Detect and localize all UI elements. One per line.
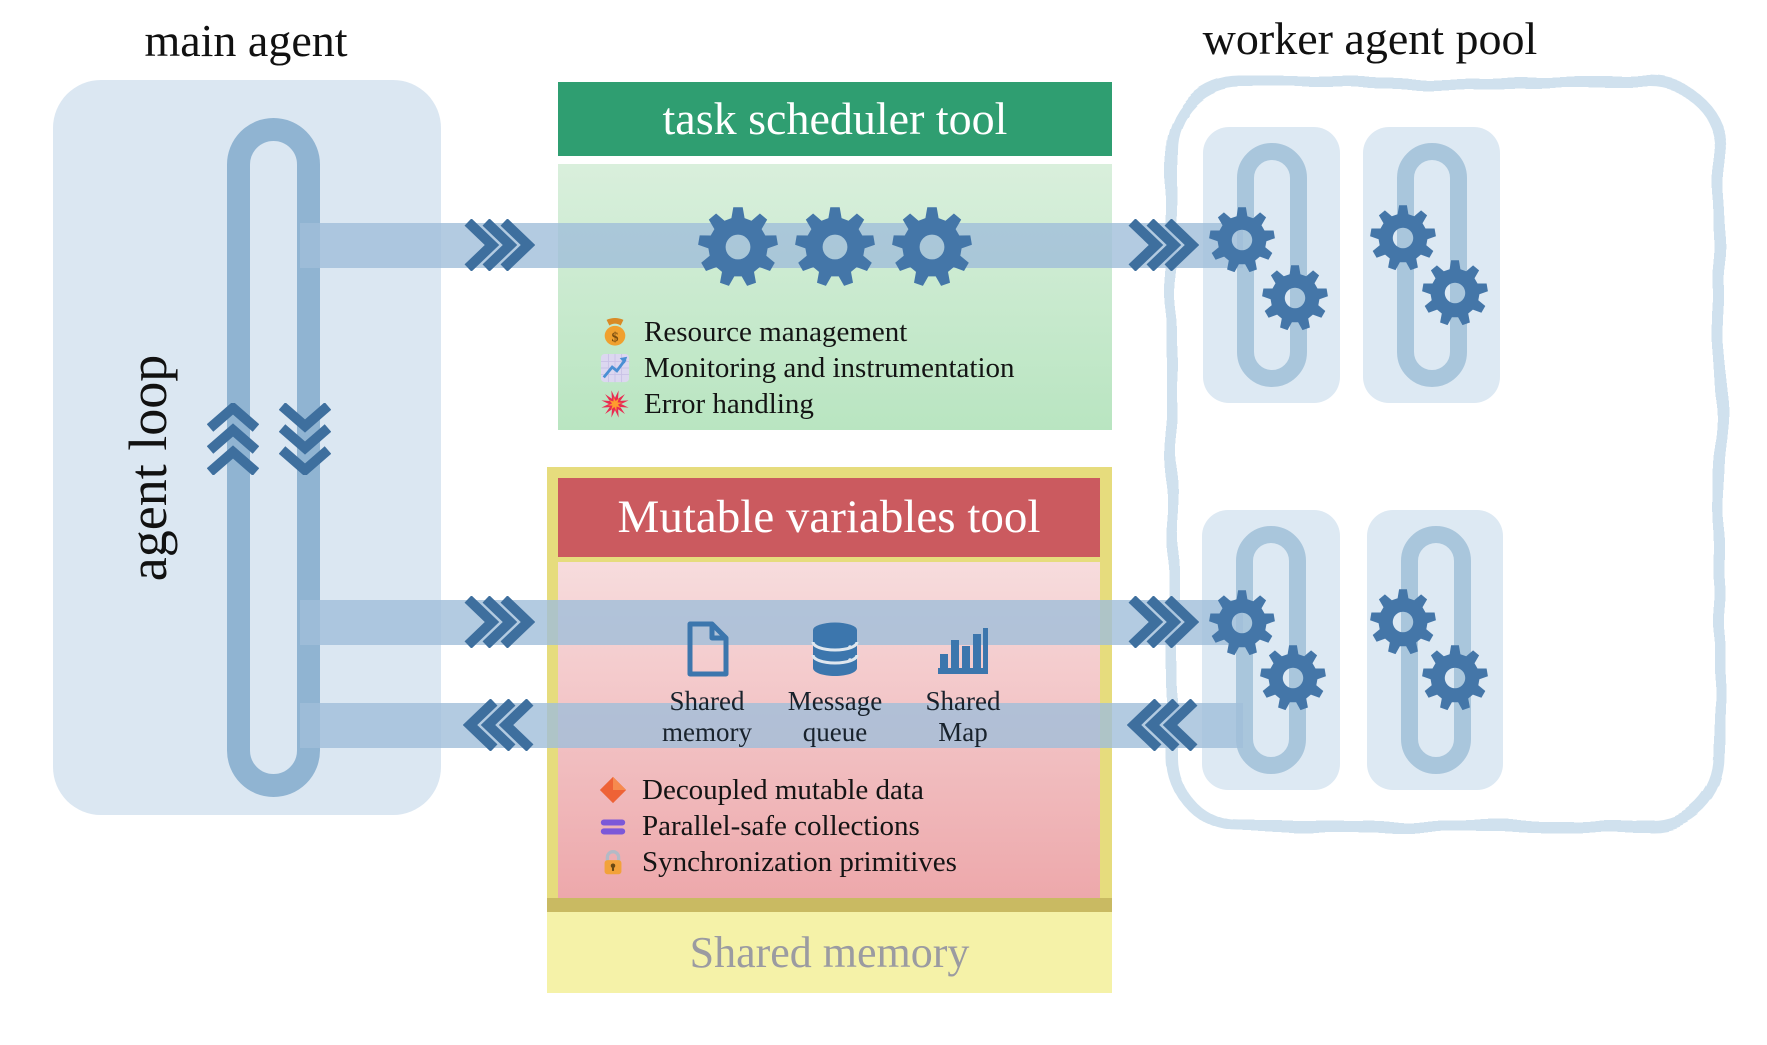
- collection-item: Shared memory: [643, 614, 771, 748]
- money-bag-icon: $: [598, 317, 632, 347]
- worker-pool-title: worker agent pool: [1202, 13, 1538, 64]
- scheduler-feature-list: $ Resource management Monitoring and ins…: [598, 314, 1015, 422]
- gear-icon: [1370, 205, 1436, 271]
- gear-icon: [1422, 645, 1488, 711]
- bar-chart-icon: [899, 614, 1027, 678]
- shared-memory-divider: [547, 898, 1112, 912]
- lock-icon: [596, 847, 630, 877]
- gear-icon: [795, 207, 875, 287]
- feature-label: Error handling: [644, 387, 814, 420]
- gear-icon: [1260, 645, 1326, 711]
- gear-icon: [1209, 590, 1275, 656]
- collection-label: Shared memory: [662, 686, 752, 747]
- mutable-feature-list: Decoupled mutable data Parallel-safe col…: [596, 772, 957, 880]
- feature-label: Synchronization primitives: [642, 845, 957, 878]
- double-bars-icon: [596, 811, 630, 841]
- collision-icon: [598, 389, 632, 419]
- chevron-right-icon: [463, 218, 536, 272]
- chevron-up-icon: [206, 401, 260, 476]
- worker-pool-border: [1166, 76, 1726, 832]
- gear-icon: [1262, 265, 1328, 331]
- feature-label: Monitoring and instrumentation: [644, 351, 1015, 384]
- document-icon: [643, 614, 771, 678]
- database-icon: [771, 614, 899, 678]
- gear-icon: [1370, 589, 1436, 655]
- worker-agent-box: [1363, 127, 1500, 403]
- arrow-band-to-mutable: [300, 600, 1243, 645]
- gear-icon: [892, 207, 972, 287]
- worker-agent-box: [1202, 510, 1340, 790]
- collection-item: Message queue: [771, 614, 899, 748]
- feature-label: Parallel-safe collections: [642, 809, 920, 842]
- orange-diamond-icon: [596, 775, 630, 805]
- mutable-header: Mutable variables tool: [558, 478, 1100, 557]
- shared-memory-label: Shared memory: [547, 912, 1112, 993]
- chevron-right-icon: [463, 595, 536, 649]
- svg-text:$: $: [611, 329, 618, 345]
- gear-icon: [1422, 260, 1488, 326]
- agent-loop-label: agent loop: [118, 354, 178, 582]
- chevron-right-icon: [1127, 218, 1200, 272]
- chevron-down-icon: [278, 402, 332, 477]
- collection-item: Shared Map: [899, 614, 1027, 748]
- collection-label: Shared Map: [925, 686, 1001, 747]
- gear-icon: [1209, 207, 1275, 273]
- arrow-band-return: [300, 703, 1243, 748]
- gear-icon: [698, 207, 778, 287]
- chevron-left-icon: [1126, 698, 1199, 752]
- worker-loop-ring: [1401, 526, 1471, 774]
- chevron-left-icon: [462, 698, 535, 752]
- scheduler-header: task scheduler tool: [558, 82, 1112, 156]
- mutable-collection-list: Shared memory Message queue Shared Map: [643, 614, 1027, 748]
- collection-label: Message queue: [787, 686, 883, 747]
- feature-row: Synchronization primitives: [596, 844, 957, 880]
- feature-label: Resource management: [644, 315, 908, 348]
- feature-row: Decoupled mutable data: [596, 772, 957, 808]
- feature-row: $ Resource management: [598, 314, 1015, 350]
- feature-row: Parallel-safe collections: [596, 808, 957, 844]
- feature-label: Decoupled mutable data: [642, 773, 924, 806]
- feature-row: Error handling: [598, 386, 1015, 422]
- chart-increasing-icon: [598, 353, 632, 383]
- chevron-right-icon: [1127, 595, 1200, 649]
- feature-row: Monitoring and instrumentation: [598, 350, 1015, 386]
- main-agent-title: main agent: [144, 15, 348, 66]
